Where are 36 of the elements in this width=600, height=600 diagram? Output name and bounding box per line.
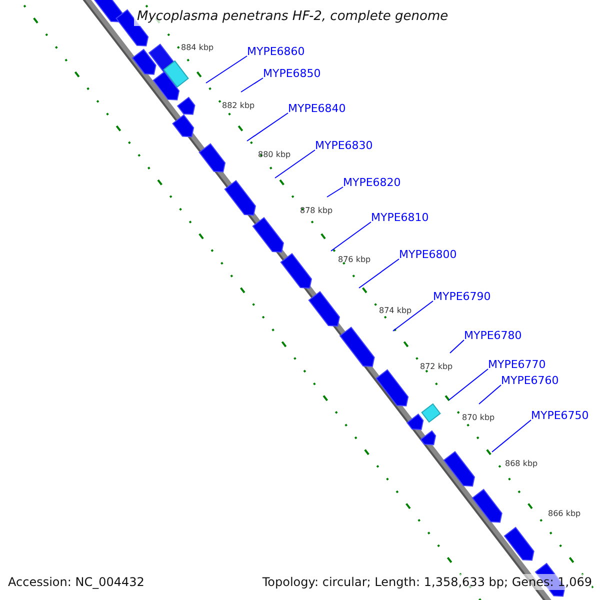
tick-label: 878 kbp <box>300 206 333 216</box>
gene-label: MYPE6760 <box>501 374 559 388</box>
leader-line <box>492 420 532 452</box>
gene-label: MYPE6820 <box>343 176 401 190</box>
gene-label: MYPE6840 <box>288 102 346 116</box>
tick-label: 874 kbp <box>379 306 412 316</box>
tick-label: 870 kbp <box>462 413 495 423</box>
leader-line <box>358 258 400 288</box>
tick-label: 880 kbp <box>258 150 291 160</box>
leader-line <box>246 112 288 142</box>
leader-line <box>450 340 464 354</box>
tick-label: 882 kbp <box>222 101 255 111</box>
gene-label: MYPE6810 <box>371 211 429 225</box>
leader-line <box>330 222 372 252</box>
tick-label: 884 kbp <box>181 43 214 53</box>
gene-label: MYPE6830 <box>315 139 373 153</box>
leader-line <box>392 300 434 332</box>
genome-stats-text: Topology: circular; Length: 1,358,633 bp; Genes: 1,069 <box>262 574 592 590</box>
tick-label: 876 kbp <box>338 255 371 265</box>
leader-line <box>326 186 344 198</box>
gene-label: MYPE6750 <box>531 409 589 423</box>
leader-line <box>448 368 488 400</box>
leader-line <box>274 150 316 178</box>
leader-line <box>240 78 264 92</box>
gene-label: MYPE6800 <box>399 248 457 262</box>
tick-label: 866 kbp <box>548 509 581 519</box>
gene-label: MYPE6770 <box>488 358 546 372</box>
accession-text: Accession: NC_004432 <box>8 574 144 590</box>
gene-label: MYPE6860 <box>247 45 305 59</box>
gene-label: MYPE6790 <box>433 290 491 304</box>
leader-line <box>478 384 502 404</box>
gene-label: MYPE6780 <box>464 329 522 343</box>
tick-label: 868 kbp <box>505 459 538 469</box>
gene-label: MYPE6850 <box>263 67 321 81</box>
tick-label: 872 kbp <box>420 362 453 372</box>
leader-line <box>206 56 248 84</box>
